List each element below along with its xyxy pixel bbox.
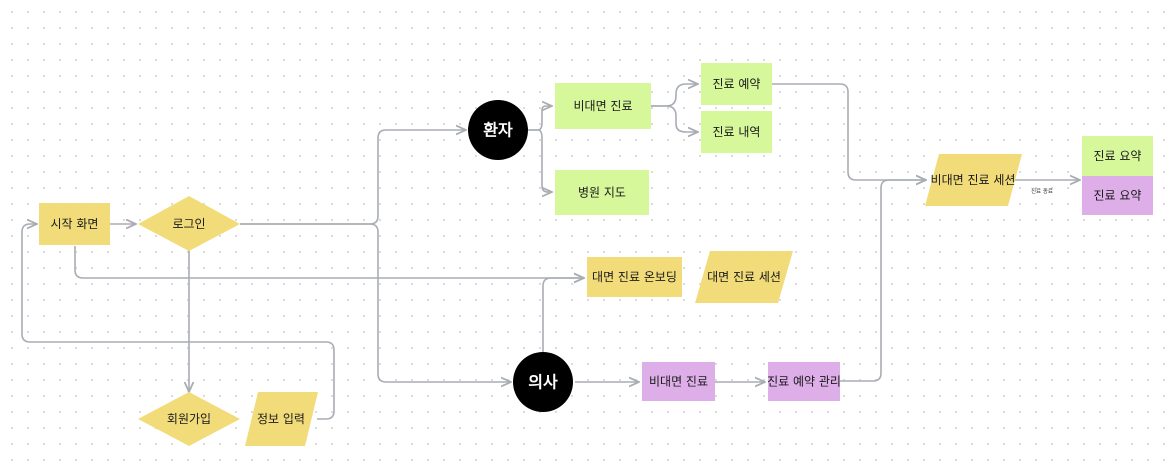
connectors [21,83,1080,420]
node-info-input-label: 정보 입력 [257,412,305,426]
node-patient[interactable]: 환자 [468,100,528,160]
node-login[interactable]: 로그인 [138,196,240,251]
node-info-input[interactable]: 정보 입력 [245,392,318,446]
edge-start-to-onboarding [74,246,584,278]
node-signup-label: 회원가입 [167,412,211,426]
node-remote-session[interactable]: 비대면 진료 세션 [925,154,1022,206]
edge-login-to-doctor [240,223,511,382]
node-summary-green-label: 진료 요약 [1094,148,1142,163]
edge-patient-to-remote [528,106,552,131]
node-booking-label: 진료 예약 [713,76,761,91]
node-onboarding[interactable]: 대면 진료 온보딩 [587,257,682,297]
node-booking-manage-label: 진료 예약 관리 [767,374,841,389]
node-remote-care-patient-label: 비대면 진료 [573,99,632,113]
edge-doctor-to-onboarding [542,278,584,352]
node-start-screen[interactable]: 시작 화면 [39,203,110,245]
node-history-label: 진료 내역 [713,125,761,139]
node-history[interactable]: 진료 내역 [701,111,772,153]
node-booking-manage[interactable]: 진료 예약 관리 [767,362,841,401]
node-doctor[interactable]: 의사 [513,352,573,412]
node-patient-label: 환자 [483,121,513,140]
edge-patient-to-map [528,129,552,192]
node-onboarding-label: 대면 진료 온보딩 [592,270,677,284]
edge-info-to-start [21,224,335,420]
edge-booking-to-session [772,83,926,180]
edge-remote-to-booking [651,84,698,107]
node-booking[interactable]: 진료 예약 [701,63,772,105]
node-in-person-session[interactable]: 대면 진료 세션 [695,251,793,303]
node-summary-purple[interactable]: 진료 요약 [1082,176,1153,215]
node-in-person-session-label: 대면 진료 세션 [707,270,781,284]
node-hospital-map-label: 병원 지도 [578,186,626,200]
node-remote-care-doctor-label: 비대면 진료 [649,375,708,389]
edge-login-to-patient [240,130,466,225]
edge-manage-to-session [840,180,926,382]
edge-label-session-end: 진료 종료 [1031,187,1053,195]
node-remote-care-doctor[interactable]: 비대면 진료 [642,362,715,401]
edge-remote-to-history [651,105,698,132]
node-hospital-map[interactable]: 병원 지도 [555,170,649,215]
node-signup[interactable]: 회원가입 [138,392,240,446]
node-login-label: 로그인 [172,217,205,231]
node-remote-care-patient[interactable]: 비대면 진료 [555,83,651,129]
node-summary-green[interactable]: 진료 요약 [1082,136,1153,176]
node-summary-purple-label: 진료 요약 [1094,188,1142,203]
node-remote-session-label: 비대면 진료 세션 [931,173,1016,187]
node-start-screen-label: 시작 화면 [51,217,99,231]
node-doctor-label: 의사 [528,373,558,392]
